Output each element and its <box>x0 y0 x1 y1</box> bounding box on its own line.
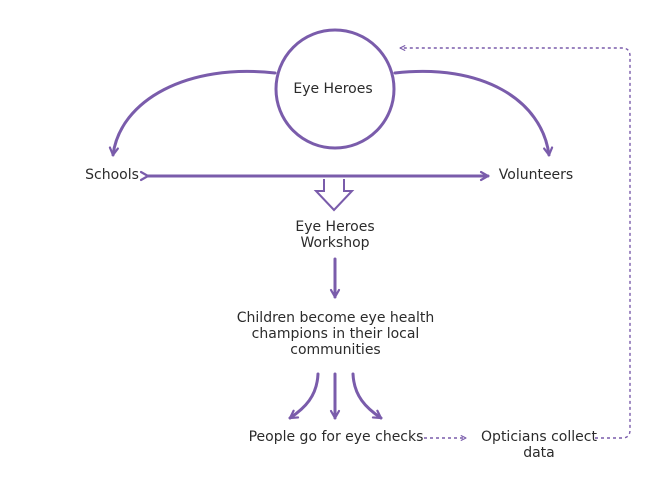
children-champions-node: Children become eye health champions in … <box>236 310 435 358</box>
opticians-to-hub-feedback-arrow <box>399 45 631 439</box>
eye-heroes-node: Eye Heroes <box>293 81 373 97</box>
hub-to-workshop-arrow <box>313 179 355 212</box>
people-eye-checks-node: People go for eye checks <box>248 429 424 445</box>
volunteers-node: Volunteers <box>498 167 574 183</box>
opticians-collect-data-node: Opticians collect data <box>481 429 597 461</box>
hub-to-schools-arrow <box>108 69 277 157</box>
eye-heroes-workshop-node: Eye Heroes Workshop <box>295 219 375 251</box>
children-to-people-arrow-left <box>288 372 320 420</box>
children-to-people-arrow-right <box>351 372 383 420</box>
hub-to-volunteers-arrow <box>393 69 554 157</box>
schools-node: Schools <box>85 167 139 183</box>
hub-circle <box>274 28 396 150</box>
